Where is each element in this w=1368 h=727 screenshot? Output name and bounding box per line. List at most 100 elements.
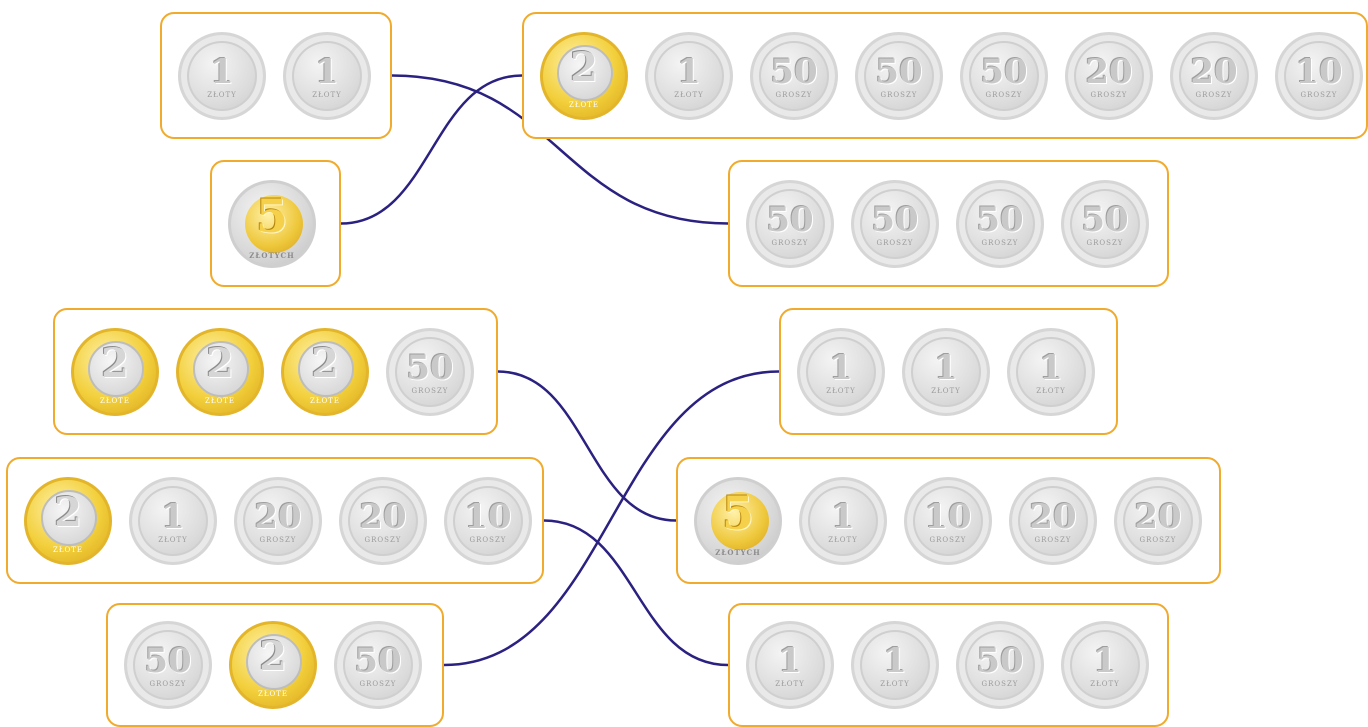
coin-unit: GROSZY [981, 680, 1019, 688]
coin-value: 50 [354, 641, 402, 681]
coin-unit: ZŁOTY [1090, 680, 1120, 688]
coin-value: 1 [677, 51, 701, 92]
coin-unit: ZŁOTE [568, 100, 600, 109]
coin-unit: ZŁOTY [207, 90, 237, 99]
coin-value: 2 [101, 339, 129, 387]
coin-unit: ZŁOTE [204, 396, 236, 405]
coin-value: 1 [161, 496, 185, 537]
coin-value: 10 [464, 496, 512, 537]
coin-unit: ZŁOTYCH [715, 547, 761, 557]
coin-value: 2 [206, 339, 234, 387]
coin-unit: GROSZY [1034, 535, 1072, 544]
coin-value: 20 [254, 496, 302, 537]
coin-value: 20 [1085, 51, 1133, 92]
coin-value: 1 [831, 496, 855, 537]
coin-value: 20 [359, 496, 407, 537]
coin-unit: GROSZY [364, 535, 402, 544]
coin-unit: GROSZY [1195, 90, 1233, 99]
coin-value: 2 [259, 633, 287, 680]
coin-unit: ZŁOTYCH [249, 250, 295, 260]
coin-unit: GROSZY [359, 680, 397, 688]
coin-value: 5 [255, 188, 288, 243]
coin-unit: GROSZY [876, 238, 914, 247]
coin-value: 2 [311, 339, 339, 387]
coin-value: 50 [976, 641, 1024, 681]
coin-value: 50 [875, 51, 923, 92]
coin-unit: ZŁOTE [99, 396, 131, 405]
coin-unit: GROSZY [411, 386, 449, 395]
coin-value: 1 [210, 51, 234, 92]
coin-value: 5 [721, 485, 754, 540]
coin-value: 1 [1039, 347, 1063, 388]
coin-unit: GROSZY [259, 535, 297, 544]
coin-value: 50 [1081, 199, 1129, 240]
coin-unit: GROSZY [469, 535, 507, 544]
coin-value: 50 [144, 641, 192, 681]
coin-value: 50 [770, 51, 818, 92]
coin-value: 2 [570, 43, 598, 91]
coin-unit: GROSZY [775, 90, 813, 99]
coin-value: 20 [1190, 51, 1238, 92]
coin-value: 50 [976, 199, 1024, 240]
coin-unit: GROSZY [1300, 90, 1338, 99]
coin-unit: ZŁOTY [826, 386, 856, 395]
coin-unit: ZŁOTY [158, 535, 188, 544]
coin-value: 1 [315, 51, 339, 92]
coin-unit: GROSZY [981, 238, 1019, 247]
coin-value: 1 [883, 641, 907, 681]
coin-unit: GROSZY [1086, 238, 1124, 247]
coin-unit: GROSZY [771, 238, 809, 247]
coin-unit: ZŁOTY [880, 680, 910, 688]
coin-unit: ZŁOTE [52, 545, 84, 554]
coin-value: 10 [924, 496, 972, 537]
coin-value: 50 [871, 199, 919, 240]
coin-value: 20 [1134, 496, 1182, 537]
coin-value: 50 [980, 51, 1028, 92]
coin-value: 50 [406, 347, 454, 388]
coin-unit: ZŁOTY [775, 680, 805, 688]
coin-value: 1 [778, 641, 802, 681]
coin-value: 1 [1093, 641, 1117, 681]
coin-unit: ZŁOTY [1036, 386, 1066, 395]
